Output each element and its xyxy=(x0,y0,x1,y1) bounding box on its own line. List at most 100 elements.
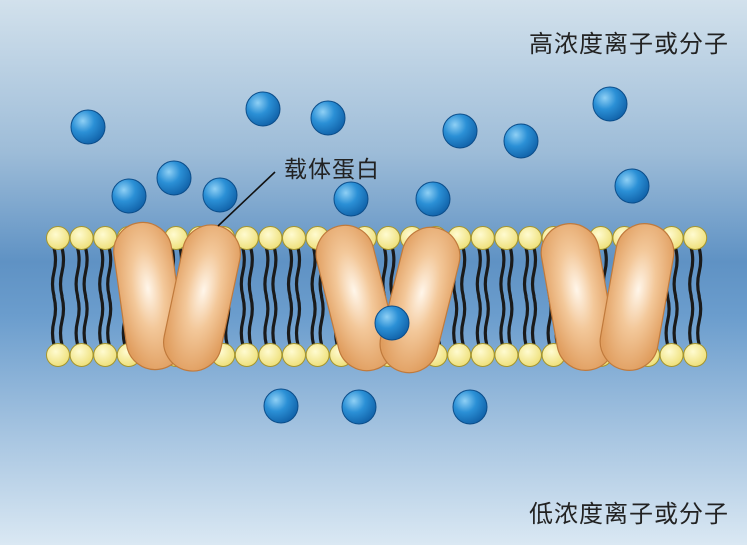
lipid-tail xyxy=(263,246,270,298)
phospholipid-head xyxy=(470,226,495,250)
molecule xyxy=(415,181,451,217)
carrier-protein xyxy=(599,223,675,371)
phospholipid-head xyxy=(518,226,542,250)
lipid-tail xyxy=(239,246,246,298)
phospholipid-head xyxy=(518,343,542,367)
molecule xyxy=(374,305,410,341)
phospholipid-head xyxy=(376,226,401,250)
molecule xyxy=(442,113,478,149)
lipid-tail xyxy=(460,246,467,298)
lipid-tail xyxy=(58,246,66,298)
lipid-tail xyxy=(664,295,671,347)
lipid-tail xyxy=(475,295,482,347)
phospholipid-head xyxy=(447,343,472,367)
lipid-tail xyxy=(106,295,113,347)
carrier-protein-label: 载体蛋白 xyxy=(284,157,380,183)
molecule xyxy=(310,100,346,136)
molecule xyxy=(614,168,650,204)
carrier-pointer-line xyxy=(217,171,276,227)
lipid-tail xyxy=(271,246,278,298)
low-concentration-label: 低浓度离子或分子 xyxy=(529,500,729,528)
phospholipid-head xyxy=(258,343,283,367)
phospholipid-head xyxy=(470,343,495,367)
molecule xyxy=(111,178,147,214)
lipid-tail xyxy=(239,295,246,347)
molecule xyxy=(592,86,628,122)
phospholipid-head xyxy=(46,343,70,367)
lipid-tail xyxy=(82,246,89,298)
lipid-tail xyxy=(672,246,679,298)
lipid-tail xyxy=(672,295,679,347)
lipid-tail xyxy=(483,295,490,347)
phospholipid-head xyxy=(494,343,519,367)
phospholipid-head xyxy=(93,226,118,250)
lipid-tail xyxy=(688,246,695,298)
phospholipid-head xyxy=(659,343,684,367)
lipid-tail xyxy=(247,295,254,347)
lipid-tail xyxy=(499,246,506,298)
lipid-tail xyxy=(696,246,703,298)
phospholipid-head xyxy=(93,343,118,367)
phospholipid-head xyxy=(305,343,330,367)
lipid-tail xyxy=(50,295,58,347)
phospholipid-head xyxy=(282,226,306,250)
molecule xyxy=(341,389,377,425)
phospholipid-head xyxy=(69,226,94,250)
molecule xyxy=(263,388,299,424)
molecule xyxy=(452,389,488,425)
lipid-tail xyxy=(530,295,538,347)
carrier-proteins xyxy=(113,221,675,374)
lipid-tail xyxy=(318,295,325,347)
lipid-tail xyxy=(475,246,482,298)
lipid-tail xyxy=(106,246,113,298)
lipid-tail xyxy=(483,246,490,298)
lipid-tail xyxy=(507,246,514,298)
phospholipid-head xyxy=(282,343,306,367)
phospholipid-head xyxy=(258,226,283,250)
lipid-tail xyxy=(58,295,66,347)
phospholipid-head xyxy=(69,343,94,367)
lipid-tail xyxy=(98,295,105,347)
lipid-tail xyxy=(310,246,317,298)
molecule xyxy=(245,91,281,127)
molecule xyxy=(202,177,238,213)
lipid-tail xyxy=(286,246,294,298)
lipid-tail xyxy=(271,295,278,347)
high-concentration-label: 高浓度离子或分子 xyxy=(529,30,729,58)
lipid-tail xyxy=(310,295,317,347)
phospholipid-head xyxy=(683,343,708,367)
carrier-protein xyxy=(315,224,397,372)
carrier-protein xyxy=(540,223,616,371)
molecule xyxy=(333,181,369,217)
lipid-tail xyxy=(247,246,254,298)
phospholipid-head xyxy=(234,343,259,367)
lipid-tail xyxy=(530,246,538,298)
phospholipid-head xyxy=(494,226,519,250)
carrier-protein xyxy=(163,224,241,372)
lipid-tail xyxy=(460,295,467,347)
lipid-tail xyxy=(696,295,703,347)
lipid-tail xyxy=(522,246,530,298)
lipid-tail xyxy=(263,295,270,347)
molecule xyxy=(503,123,539,159)
lipid-tail xyxy=(294,246,302,298)
phospholipid-head xyxy=(683,226,708,250)
lipid-tail xyxy=(522,295,530,347)
molecule xyxy=(156,160,192,196)
lipid-tail xyxy=(50,246,58,298)
molecules xyxy=(70,86,650,425)
lipid-tail xyxy=(82,295,89,347)
lipid-tail xyxy=(98,246,105,298)
phospholipid-head xyxy=(46,226,70,250)
lipid-tail xyxy=(74,246,81,298)
lipid-tail xyxy=(294,295,302,347)
lipid-tail xyxy=(389,246,396,298)
lipid-tail xyxy=(688,295,695,347)
lipid-tail xyxy=(452,295,459,347)
lipid-tail xyxy=(507,295,514,347)
lipid-tail xyxy=(499,295,506,347)
lipid-tail xyxy=(286,295,294,347)
lipid-tail xyxy=(74,295,81,347)
